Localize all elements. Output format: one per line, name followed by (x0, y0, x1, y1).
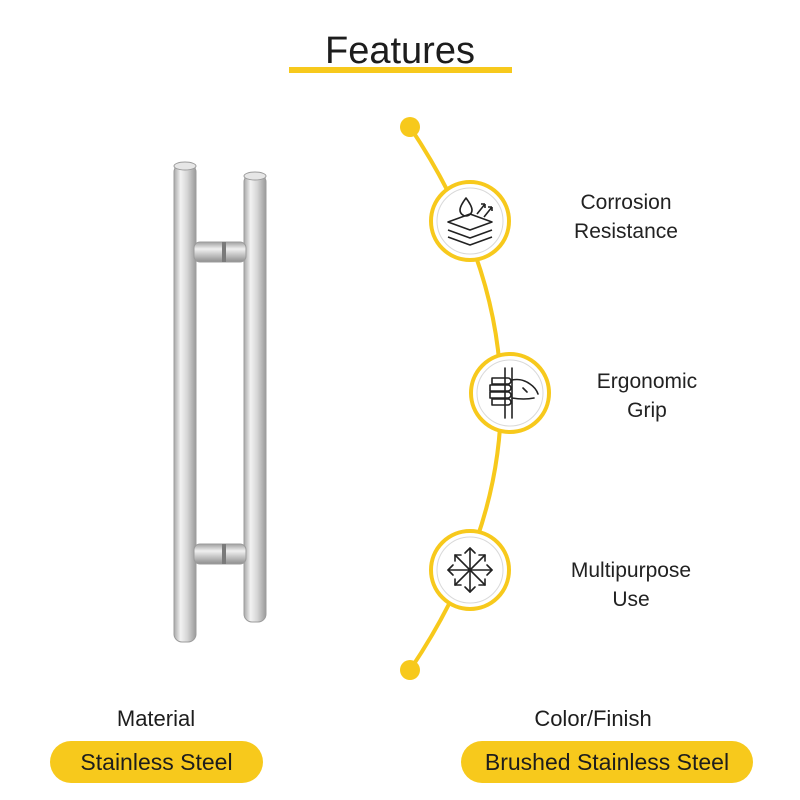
spec-material-label: Material (116, 706, 196, 731)
page-title: Features (325, 30, 475, 72)
multi-direction-arrows-icon (429, 529, 511, 611)
feature-corrosion-resistance: Corrosion Resistance (546, 188, 706, 246)
spec-color-finish-value: Brushed Stainless Steel (461, 741, 753, 783)
hand-grip-icon (469, 352, 551, 434)
spec-material-value: Stainless Steel (50, 741, 263, 783)
feature-label-line1: Ergonomic (596, 370, 698, 393)
feature-label-line2: Resistance (574, 220, 678, 243)
title-underline (289, 67, 512, 73)
feature-label-line2: Grip (627, 399, 667, 422)
timeline-dot-bottom (400, 660, 420, 680)
water-drop-layers-icon (429, 180, 511, 262)
feature-multipurpose-use: Multipurpose Use (541, 556, 721, 614)
door-pull-handle-image (173, 161, 267, 643)
feature-label-line2: Use (612, 588, 650, 611)
spec-color-finish-label: Color/Finish (534, 706, 652, 731)
feature-label-line1: Multipurpose (570, 559, 692, 582)
feature-ergonomic-grip: Ergonomic Grip (567, 367, 727, 425)
feature-label-line1: Corrosion (580, 191, 672, 214)
timeline-dot-top (400, 117, 420, 137)
